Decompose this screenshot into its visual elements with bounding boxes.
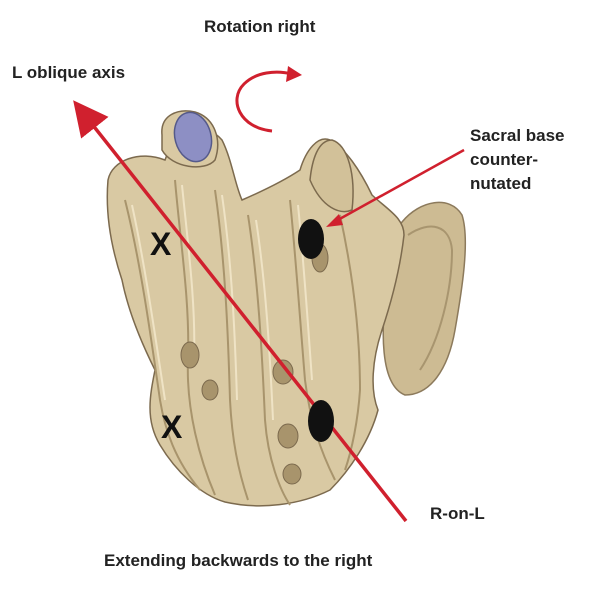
marker-dot-upper [298,219,324,259]
rotation-label: Rotation right [204,17,316,36]
axis-label: L oblique axis [12,63,126,82]
marker-dot-lower [308,400,334,442]
x-marker-upper: X [150,226,172,262]
extending-caption: Extending backwards to the right [104,551,373,570]
sacral-label-line-3: nutated [470,174,532,193]
oblique-axis-line [73,100,408,523]
sacral-label-line-2: counter- [470,150,538,169]
sacral-base-label: Sacral base counter- nutated [470,124,590,196]
x-marker-lower: X [161,409,183,445]
articular-facet [173,111,213,163]
r-on-l-label: R-on-L [430,504,485,523]
rotation-arrow-icon [235,66,302,133]
sacral-label-line-1: Sacral base [470,126,565,145]
pointer-arrow-icon [326,148,465,227]
